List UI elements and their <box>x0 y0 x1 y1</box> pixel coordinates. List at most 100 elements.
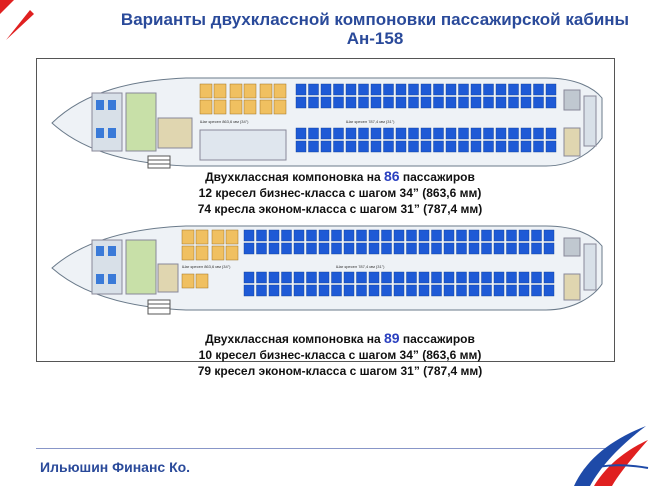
economy-seat <box>508 83 519 96</box>
economy-seat <box>356 242 367 255</box>
economy-seat <box>506 284 517 297</box>
economy-seat <box>370 127 382 140</box>
economy-seat <box>408 96 419 109</box>
economy-seat <box>470 96 482 109</box>
economy-seat <box>333 96 344 109</box>
economy-seat <box>443 242 455 255</box>
economy-seat <box>520 96 532 109</box>
economy-seat <box>456 271 467 284</box>
economy-seat <box>458 96 469 109</box>
layout-86-suffix: пассажиров <box>399 170 475 184</box>
economy-seat <box>508 96 519 109</box>
aircraft-model: Ан-158 <box>346 29 404 48</box>
economy-seat <box>543 271 555 284</box>
economy-seat <box>445 140 457 153</box>
economy-seat <box>483 140 494 153</box>
economy-seat <box>495 127 507 140</box>
company-logo <box>574 426 649 486</box>
economy-seat <box>345 96 357 109</box>
economy-seat <box>320 83 332 96</box>
economy-seat <box>306 271 317 284</box>
cabin-diagram-89: Шаг кресел 863,6 мм (34") Шаг кресел 787… <box>51 225 603 315</box>
economy-seat <box>406 284 417 297</box>
airstair-icon <box>147 155 171 169</box>
economy-seat <box>293 271 305 284</box>
economy-seat <box>331 229 342 242</box>
economy-seat <box>318 284 330 297</box>
economy-seat <box>381 229 392 242</box>
layout-86-business: 12 кресел бизнес-класса с шагом 34” (863… <box>198 186 482 200</box>
layout-89-economy: 79 кресел эконом-класса с шагом 31” (787… <box>197 364 483 378</box>
economy-pitch-label-2: Шаг кресел 787,4 мм (31") <box>336 264 385 269</box>
economy-seat <box>445 83 457 96</box>
economy-seat <box>383 127 394 140</box>
economy-seat <box>408 140 419 153</box>
economy-seat <box>445 96 457 109</box>
economy-seat <box>520 83 532 96</box>
economy-seat <box>256 271 267 284</box>
economy-seat <box>533 127 544 140</box>
company-name: Ильюшин Финанс Ко. <box>40 459 191 475</box>
economy-seat <box>368 284 380 297</box>
economy-seat <box>531 229 542 242</box>
economy-seat <box>493 242 505 255</box>
economy-seat <box>383 96 394 109</box>
economy-seat <box>545 127 557 140</box>
economy-seat <box>345 127 357 140</box>
economy-seat <box>543 229 555 242</box>
economy-seat <box>443 284 455 297</box>
economy-seat <box>533 140 544 153</box>
economy-seat <box>433 83 444 96</box>
economy-seat <box>468 242 480 255</box>
economy-seat <box>518 242 530 255</box>
economy-seat <box>318 242 330 255</box>
economy-seat <box>306 284 317 297</box>
economy-seat <box>268 284 280 297</box>
economy-seat <box>406 229 417 242</box>
economy-seat <box>506 242 517 255</box>
economy-seat <box>531 242 542 255</box>
cabin-diagram-86: Шаг кресел 863,6 мм (34") Шаг кресел 787… <box>51 77 603 169</box>
economy-seat <box>518 271 530 284</box>
economy-seat <box>293 284 305 297</box>
economy-seat <box>320 127 332 140</box>
economy-seat <box>343 242 355 255</box>
economy-seat <box>495 96 507 109</box>
economy-seat <box>456 242 467 255</box>
economy-seat <box>531 284 542 297</box>
economy-seat <box>431 229 442 242</box>
economy-seat <box>345 83 357 96</box>
economy-seat <box>318 229 330 242</box>
economy-seat <box>443 229 455 242</box>
economy-seat <box>520 127 532 140</box>
economy-seat <box>495 83 507 96</box>
business-pitch-label-2: Шаг кресел 863,6 мм (34") <box>182 264 231 269</box>
economy-seat <box>320 140 332 153</box>
economy-seat <box>333 83 344 96</box>
economy-seat <box>468 229 480 242</box>
economy-seat <box>383 140 394 153</box>
economy-seat <box>418 271 430 284</box>
economy-seat <box>381 271 392 284</box>
economy-seat <box>308 127 319 140</box>
economy-seat <box>493 284 505 297</box>
layout-89-number: 89 <box>383 330 400 346</box>
economy-seat <box>295 96 307 109</box>
economy-seat <box>433 96 444 109</box>
economy-seat <box>393 284 405 297</box>
layout-86-prefix: Двухклассная компоновка на <box>205 170 384 184</box>
economy-seat <box>545 96 557 109</box>
economy-seat <box>433 140 444 153</box>
economy-seat <box>243 242 255 255</box>
economy-seat <box>395 83 407 96</box>
economy-seat <box>243 271 255 284</box>
economy-seat <box>370 96 382 109</box>
footer-divider <box>36 448 610 449</box>
economy-seat <box>281 242 292 255</box>
economy-seat <box>508 127 519 140</box>
economy-seat <box>545 140 557 153</box>
economy-seat <box>443 271 455 284</box>
economy-seat <box>318 271 330 284</box>
economy-seat <box>508 140 519 153</box>
economy-seat <box>243 284 255 297</box>
